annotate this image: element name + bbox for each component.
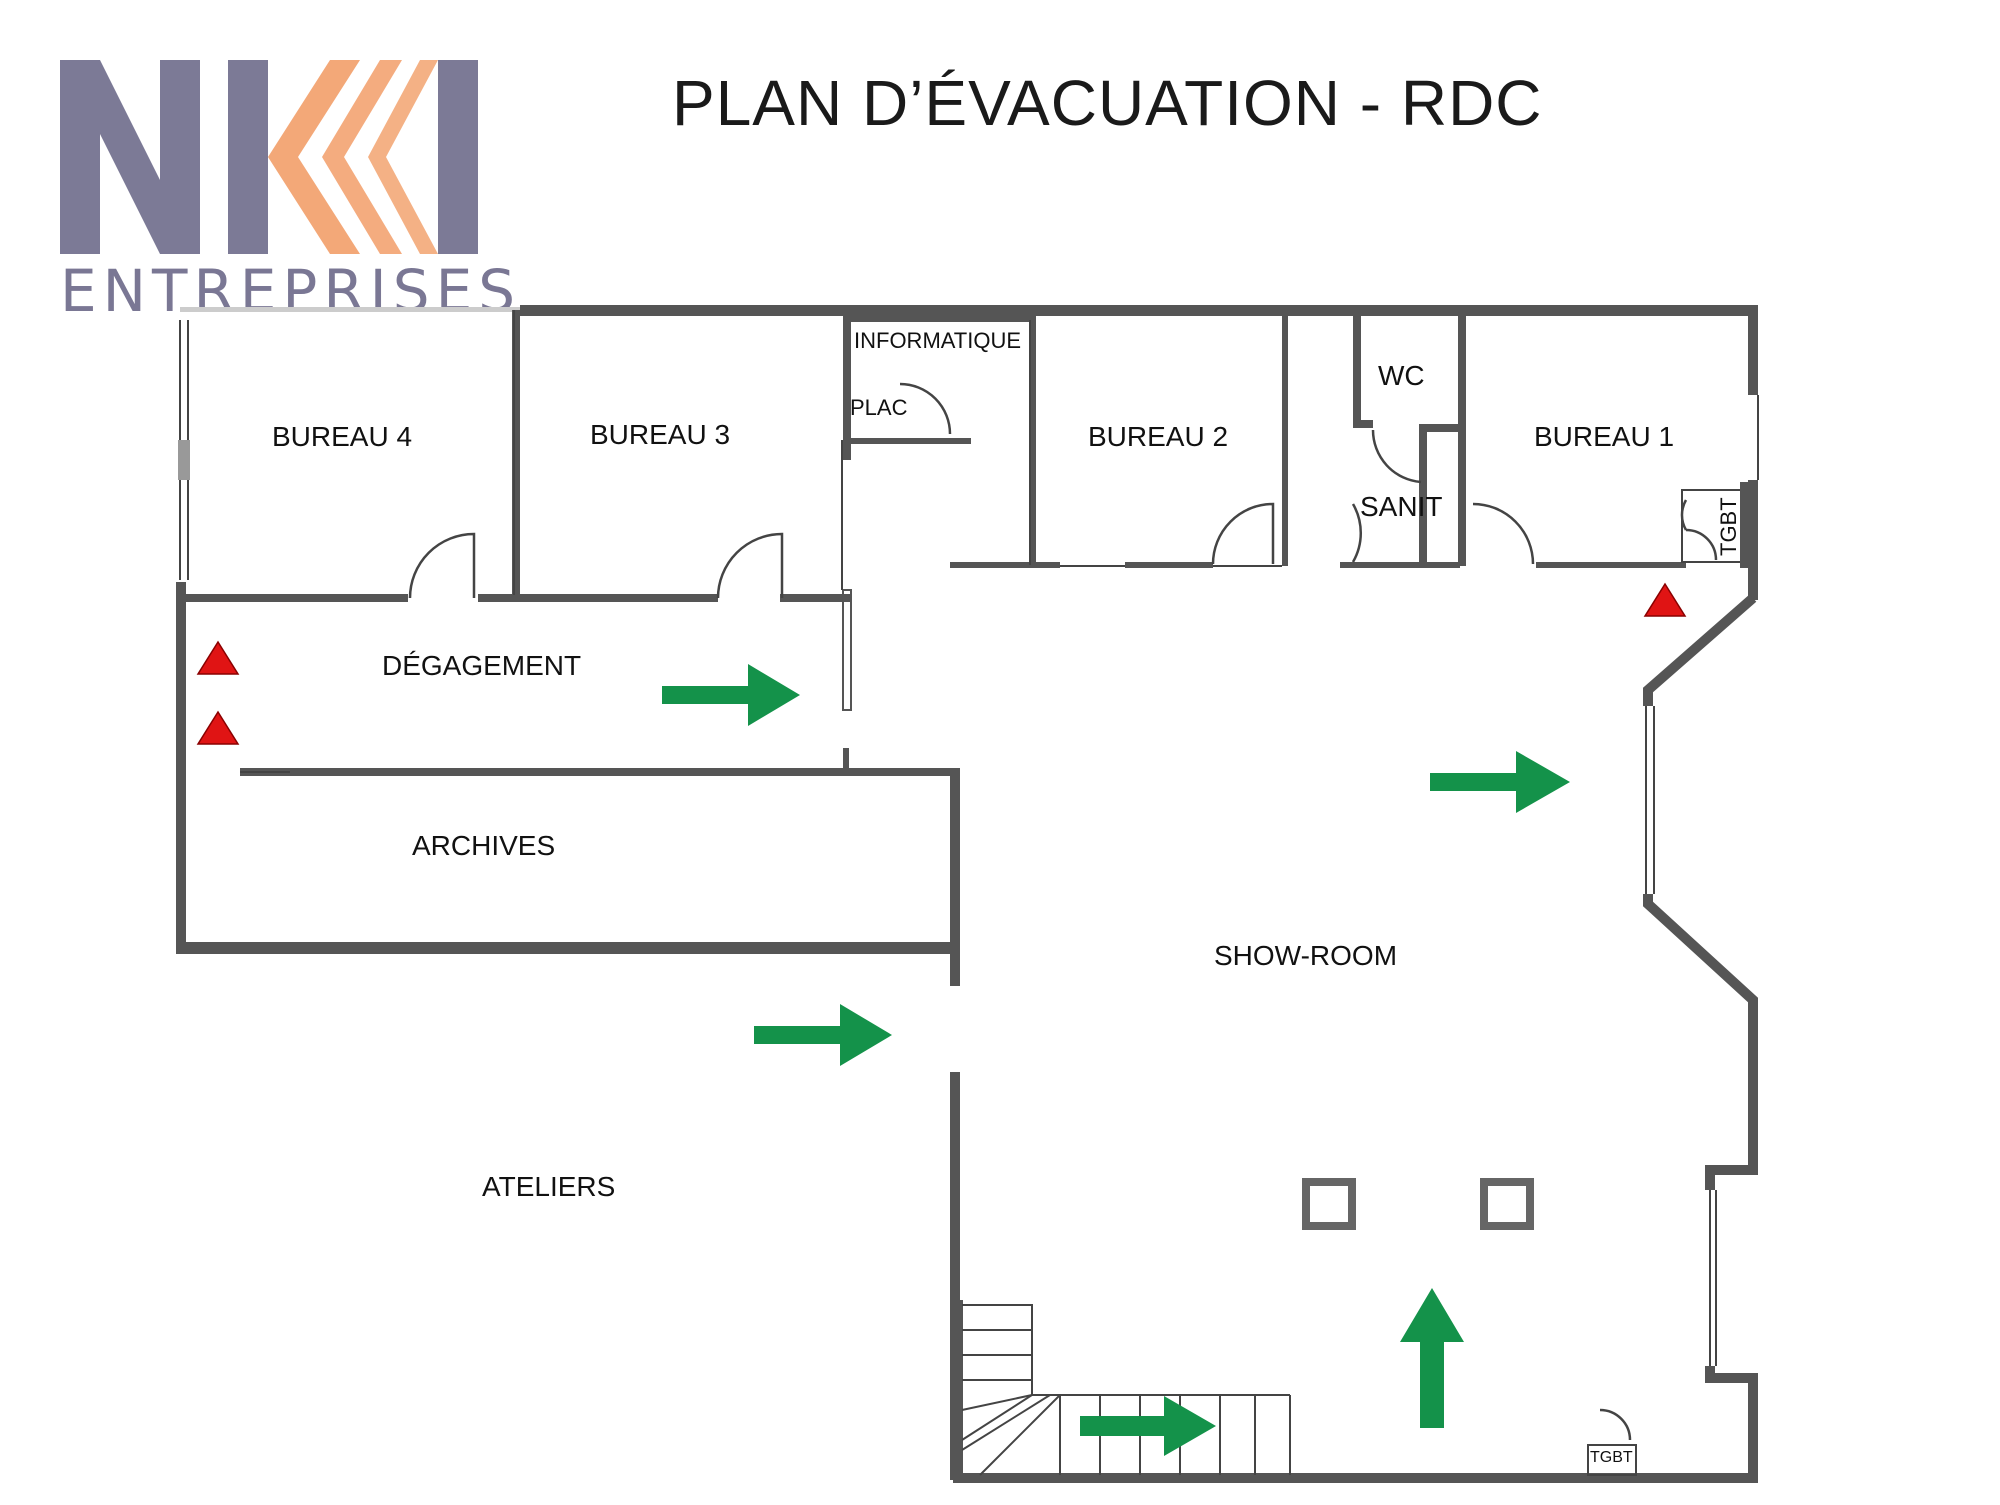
nki-logo-mark — [60, 60, 478, 254]
walls — [176, 305, 1758, 1483]
exit-arrow-up — [1400, 1288, 1464, 1428]
room-label-bureau2: BUREAU 2 — [1088, 421, 1228, 452]
windows — [178, 310, 1759, 1366]
warning-triangle-icon — [1643, 582, 1687, 617]
warning-triangle-icon — [196, 710, 240, 745]
room-label-ateliers: ATELIERS — [482, 1171, 615, 1202]
extinguisher-markers — [196, 582, 1687, 745]
exit-arrow-degagement — [662, 664, 800, 726]
room-label-showroom: SHOW-ROOM — [1214, 940, 1397, 971]
exit-arrow-stairs — [1080, 1396, 1216, 1456]
room-label-degagement: DÉGAGEMENT — [382, 650, 581, 681]
door-swings — [408, 382, 1718, 1441]
warning-triangle-icon — [196, 640, 240, 675]
room-label-informatique: INFORMATIQUE — [854, 328, 1021, 353]
exit-arrow-showroom-right — [1430, 751, 1570, 813]
room-label-sanit: SANIT — [1360, 491, 1442, 522]
room-label-plac: PLAC — [850, 395, 908, 420]
room-label-tgbt-top: TGBT — [1716, 497, 1741, 556]
exit-arrow-ateliers — [754, 1004, 892, 1066]
room-label-archives: ARCHIVES — [412, 830, 555, 861]
page-title: PLAN D’ÉVACUATION - RDC — [672, 67, 1543, 139]
room-label-wc: WC — [1378, 360, 1425, 391]
room-label-bureau3: BUREAU 3 — [590, 419, 730, 450]
evacuation-arrows — [662, 664, 1570, 1456]
stairs — [961, 1304, 1291, 1476]
pillars — [1302, 1178, 1534, 1230]
room-label-bureau4: BUREAU 4 — [272, 421, 412, 452]
room-labels: BUREAU 4 BUREAU 3 INFORMATIQUE PLAC BURE… — [272, 328, 1741, 1466]
room-label-bureau1: BUREAU 1 — [1534, 421, 1674, 452]
nki-logo — [60, 60, 480, 265]
room-label-tgbt-bottom: TGBT — [1590, 1449, 1633, 1466]
